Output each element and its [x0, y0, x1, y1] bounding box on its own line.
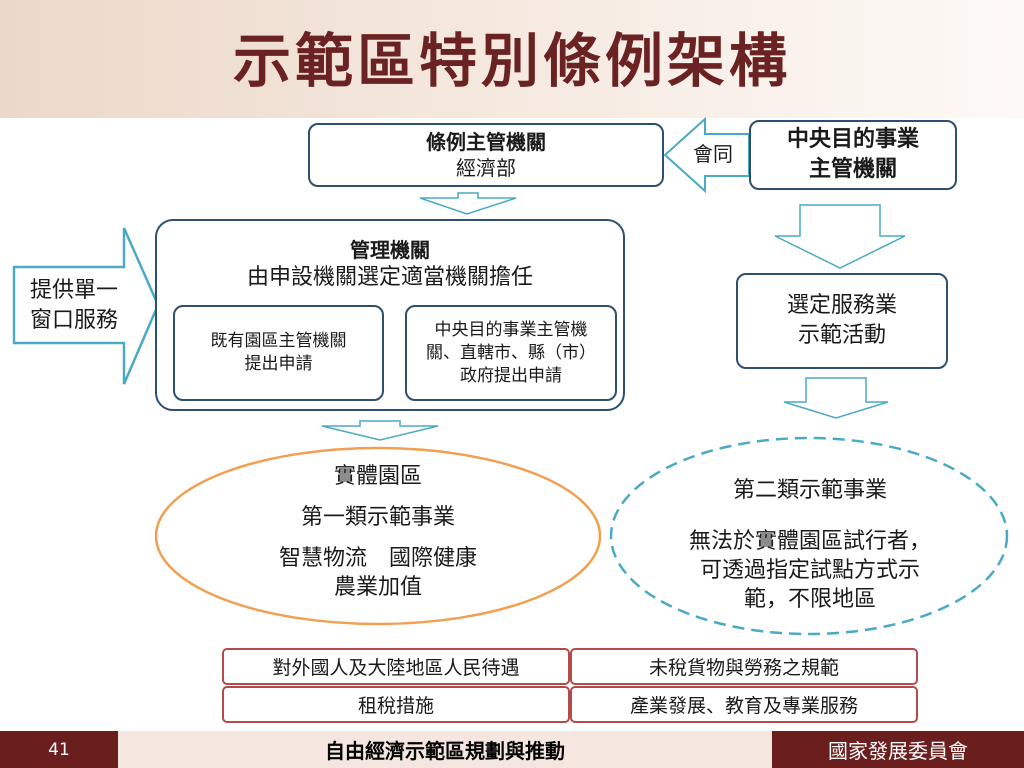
- existing-park-box: 既有園區主管機關 提出申請: [173, 305, 384, 401]
- existing-park-line1: 既有園區主管機關: [210, 331, 347, 351]
- bottom-box-industry-development: 產業發展、教育及專業服務: [570, 686, 918, 723]
- physical-park-line4: 農業加值: [333, 575, 422, 600]
- physical-park-text: 實體園區 第一類示範事業 智慧物流 國際健康 農業加值: [200, 462, 556, 602]
- page-number: 41: [0, 731, 118, 768]
- category2-line1: 無法於實體園區試行者，: [688, 529, 931, 554]
- gov-apply-line1: 中央目的事業主管機: [434, 319, 588, 340]
- existing-park-line2: 提出申請: [244, 354, 313, 374]
- gov-apply-line2: 關、直轄市、縣（市）: [426, 342, 596, 363]
- bottom-box-foreigner-treatment: 對外國人及大陸地區人民待遇: [222, 648, 570, 685]
- regulator-title: 條例主管機關: [426, 130, 546, 154]
- physical-park-line3: 智慧物流 國際健康: [278, 546, 477, 571]
- single-window-arrow: [12, 227, 160, 385]
- central-authority-box: 中央目的事業 主管機關: [749, 120, 957, 190]
- category2-text: 第二類示範事業 無法於實體園區試行者， 可透過指定試點方式示 範，不限地區: [660, 476, 960, 614]
- select-service-box: 選定服務業 示範活動: [736, 273, 948, 369]
- consult-label: 會同: [693, 142, 733, 166]
- category2-oval: [609, 436, 1009, 636]
- single-window-line2: 窗口服務: [29, 308, 118, 333]
- bottom-box-untaxed-goods: 未稅貨物與勞務之規範: [570, 648, 918, 685]
- down-arrow-service: [783, 377, 889, 419]
- gov-apply-box: 中央目的事業主管機 關、直轄市、縣（市） 政府提出申請: [405, 305, 617, 401]
- page-title: 示範區特別條例架構: [232, 27, 791, 95]
- footer-title: 自由經濟示範區規劃與推動: [325, 739, 565, 763]
- gov-apply-line3: 政府提出申請: [460, 365, 562, 386]
- management-title: 管理機關: [350, 238, 430, 262]
- consult-arrow: [663, 116, 750, 194]
- management-subtitle: 由申設機關選定適當機關擔任: [246, 265, 533, 290]
- physical-park-oval: [154, 446, 602, 626]
- footer-organization: 國家發展委員會: [772, 731, 1024, 768]
- down-arrow-regulator: [419, 192, 517, 215]
- category2-title: 第二類示範事業: [732, 478, 887, 503]
- category2-line2: 可透過指定試點方式示: [699, 558, 920, 583]
- physical-park-line1: 實體園區: [333, 464, 422, 489]
- single-window-label: 提供單一 窗口服務: [18, 276, 130, 336]
- regulator-subtitle: 經濟部: [456, 156, 516, 180]
- central-line1: 中央目的事業: [786, 127, 919, 152]
- down-arrow-central: [774, 204, 906, 269]
- header-band: [0, 0, 1024, 118]
- regulator-box: 條例主管機關 經濟部: [308, 123, 664, 187]
- category2-line3: 範，不限地區: [743, 587, 876, 612]
- physical-park-line2: 第一類示範事業: [300, 505, 455, 530]
- single-window-line1: 提供單一: [29, 278, 118, 303]
- select-service-line2: 示範活動: [797, 323, 886, 348]
- select-service-line1: 選定服務業: [786, 293, 897, 318]
- bottom-box-tax-measures: 租稅措施: [222, 686, 570, 723]
- down-arrow-management: [321, 420, 439, 441]
- central-line2: 主管機關: [808, 157, 897, 182]
